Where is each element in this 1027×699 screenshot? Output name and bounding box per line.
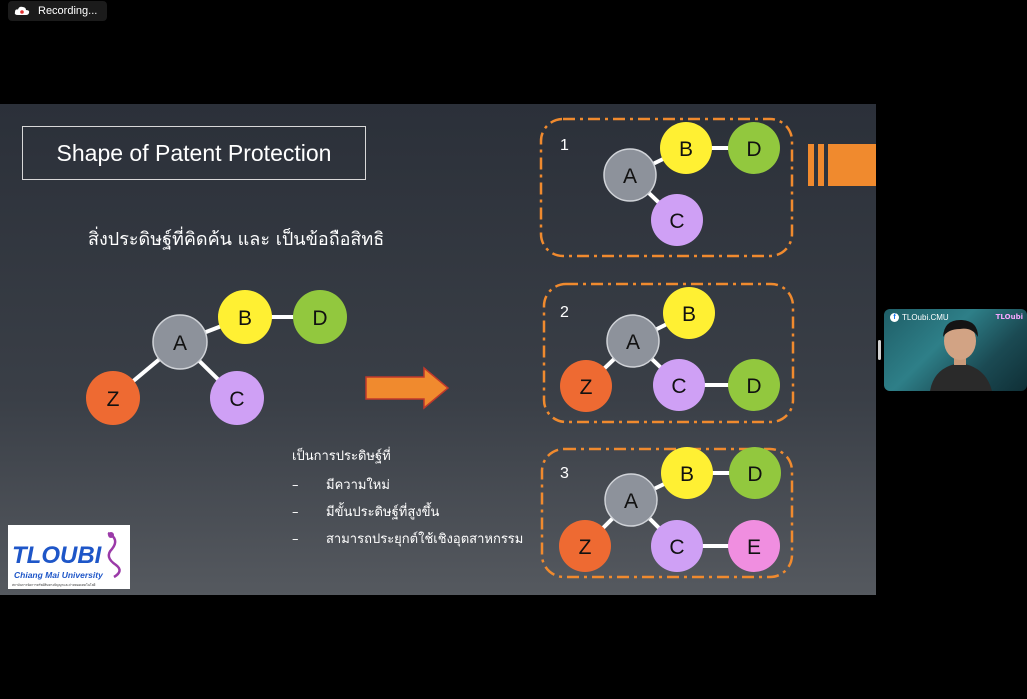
v3-node-d-label: D bbox=[747, 463, 762, 486]
slide-subtitle: สิ่งประดิษฐ์ที่คิดค้น และ เป็นข้อถือสิทธ… bbox=[88, 229, 385, 250]
property-item: –มีความใหม่ bbox=[292, 478, 390, 493]
v2-node-b bbox=[663, 287, 715, 339]
properties-heading: เป็นการประดิษฐ์ที่ bbox=[292, 449, 391, 464]
v2-node-a-label: A bbox=[626, 331, 640, 354]
webcam-badge: TLOubi bbox=[995, 313, 1023, 321]
logo-tagline: สถาบันการจัดการทรัพย์สินทางปัญญาและถ่ายท… bbox=[12, 582, 96, 587]
v2-node-c-label: C bbox=[671, 375, 686, 398]
webcam-drag-handle[interactable] bbox=[878, 340, 881, 360]
recording-indicator: Recording... bbox=[8, 1, 108, 21]
variant-1-frame bbox=[539, 117, 794, 258]
v3-node-b-label: B bbox=[680, 463, 694, 486]
v1-node-b-label: B bbox=[679, 138, 693, 161]
v3-node-a-label: A bbox=[624, 490, 638, 513]
patent-diagram: A B D Z C 1 A B D C bbox=[86, 117, 795, 579]
webcam-video[interactable]: f TLOubi.CMU TLOubi bbox=[884, 309, 1027, 391]
v1-node-a bbox=[603, 148, 657, 202]
v2-node-z bbox=[560, 360, 612, 412]
v1-node-c-label: C bbox=[669, 210, 684, 233]
v2-node-c bbox=[653, 359, 705, 411]
v1-node-c bbox=[651, 194, 703, 246]
v1-node-b bbox=[660, 122, 712, 174]
v3-node-c bbox=[651, 520, 703, 572]
logo-subtext: Chiang Mai University bbox=[14, 570, 104, 580]
node-a-label: A bbox=[173, 332, 187, 355]
node-c bbox=[210, 371, 264, 425]
cloud-icon bbox=[14, 6, 30, 15]
v3-node-d bbox=[729, 447, 781, 499]
main-tree: A B D Z C bbox=[86, 290, 347, 425]
node-b bbox=[218, 290, 272, 344]
variant-2-frame bbox=[542, 282, 795, 424]
v1-node-d bbox=[728, 122, 780, 174]
accent-bar bbox=[808, 144, 876, 186]
v3-node-e-label: E bbox=[747, 536, 761, 559]
v2-node-b-label: B bbox=[682, 303, 696, 326]
node-d bbox=[293, 290, 347, 344]
tloubi-logo: TLOUBI Chiang Mai University สถาบันการจั… bbox=[8, 525, 130, 589]
recording-label: Recording... bbox=[38, 5, 98, 17]
v3-node-c-label: C bbox=[669, 536, 684, 559]
variant-1-number: 1 bbox=[560, 137, 569, 154]
participant-name: f TLOubi.CMU bbox=[890, 313, 949, 322]
logo-text: TLOUBI bbox=[12, 542, 103, 569]
node-z bbox=[86, 371, 140, 425]
variant-3-number: 3 bbox=[560, 465, 569, 482]
slide-title: Shape of Patent Protection bbox=[22, 126, 366, 180]
v3-node-e bbox=[728, 520, 780, 572]
v2-node-a bbox=[606, 314, 660, 368]
variant-2: 2 A B Z C D bbox=[542, 282, 795, 424]
node-a bbox=[152, 314, 208, 370]
variant-3-frame bbox=[540, 447, 794, 579]
variant-3: 3 A B D Z C E bbox=[540, 447, 794, 579]
node-d-label: D bbox=[312, 307, 327, 330]
v3-node-z bbox=[559, 520, 611, 572]
v2-node-d-label: D bbox=[746, 375, 761, 398]
v3-node-b bbox=[661, 447, 713, 499]
node-b-label: B bbox=[238, 307, 252, 330]
v3-node-a bbox=[604, 473, 658, 527]
property-item: –สามารถประยุกต์ใช้เชิงอุตสาหกรรม bbox=[292, 532, 524, 547]
v2-node-z-label: Z bbox=[580, 376, 593, 399]
node-c-label: C bbox=[229, 388, 244, 411]
node-z-label: Z bbox=[107, 388, 120, 411]
property-item: –มีขั้นประดิษฐ์ที่สูงขึ้น bbox=[292, 505, 440, 520]
v1-node-d-label: D bbox=[746, 138, 761, 161]
v2-node-d bbox=[728, 359, 780, 411]
presentation-slide: Shape of Patent Protection สิ่งประดิษฐ์ท… bbox=[0, 104, 876, 595]
participant-image bbox=[930, 319, 992, 391]
facebook-icon: f bbox=[890, 313, 899, 322]
variant-2-number: 2 bbox=[560, 304, 569, 321]
v3-node-z-label: Z bbox=[579, 536, 592, 559]
right-arrow bbox=[365, 366, 450, 410]
v1-node-a-label: A bbox=[623, 165, 637, 188]
variant-1: 1 A B D C bbox=[539, 117, 794, 258]
